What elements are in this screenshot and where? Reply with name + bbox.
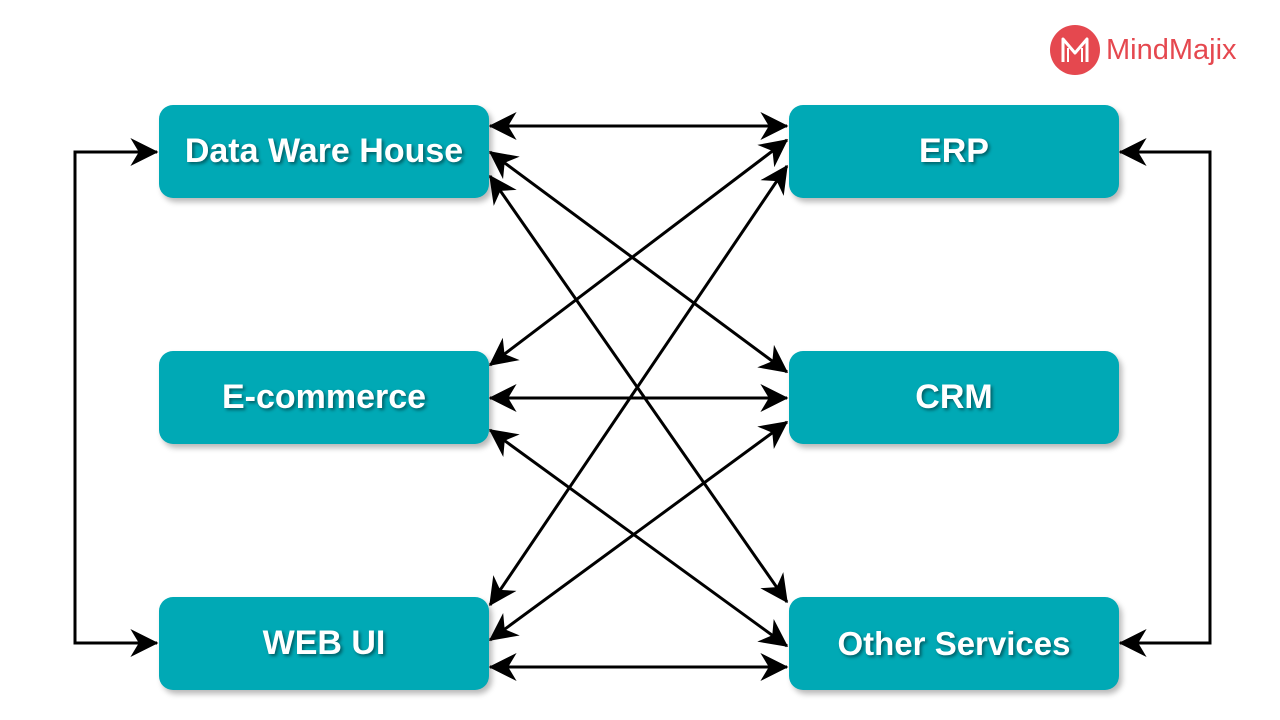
- node-data-ware-house: Data Ware House: [159, 105, 489, 198]
- edge-data-ware-house-to-web-ui: [73, 138, 159, 657]
- edge-e-commerce-to-erp: [488, 138, 789, 367]
- node-label: E-commerce: [221, 378, 427, 416]
- node-erp: ERP: [789, 105, 1119, 198]
- logo-text: MindMajix: [1106, 33, 1237, 66]
- edges-layer: [73, 112, 1212, 681]
- node-label: WEB UI: [262, 624, 386, 662]
- node-label: Data Ware House: [184, 132, 464, 170]
- mindmajix-logo: MindMajix: [1050, 25, 1237, 75]
- node-label: Other Services: [837, 624, 1071, 662]
- node-other-services: Other Services: [789, 597, 1119, 690]
- edge-web-ui-to-crm: [488, 420, 789, 642]
- node-label: CRM: [915, 378, 993, 416]
- node-web-ui: WEB UI: [159, 597, 489, 690]
- edge-erp-to-other-services: [1118, 138, 1212, 657]
- node-label: ERP: [919, 132, 989, 170]
- mindmajix-logo-icon: [1050, 25, 1100, 75]
- edge-data-ware-house-to-crm: [488, 150, 789, 374]
- node-e-commerce: E-commerce: [159, 351, 489, 444]
- node-crm: CRM: [789, 351, 1119, 444]
